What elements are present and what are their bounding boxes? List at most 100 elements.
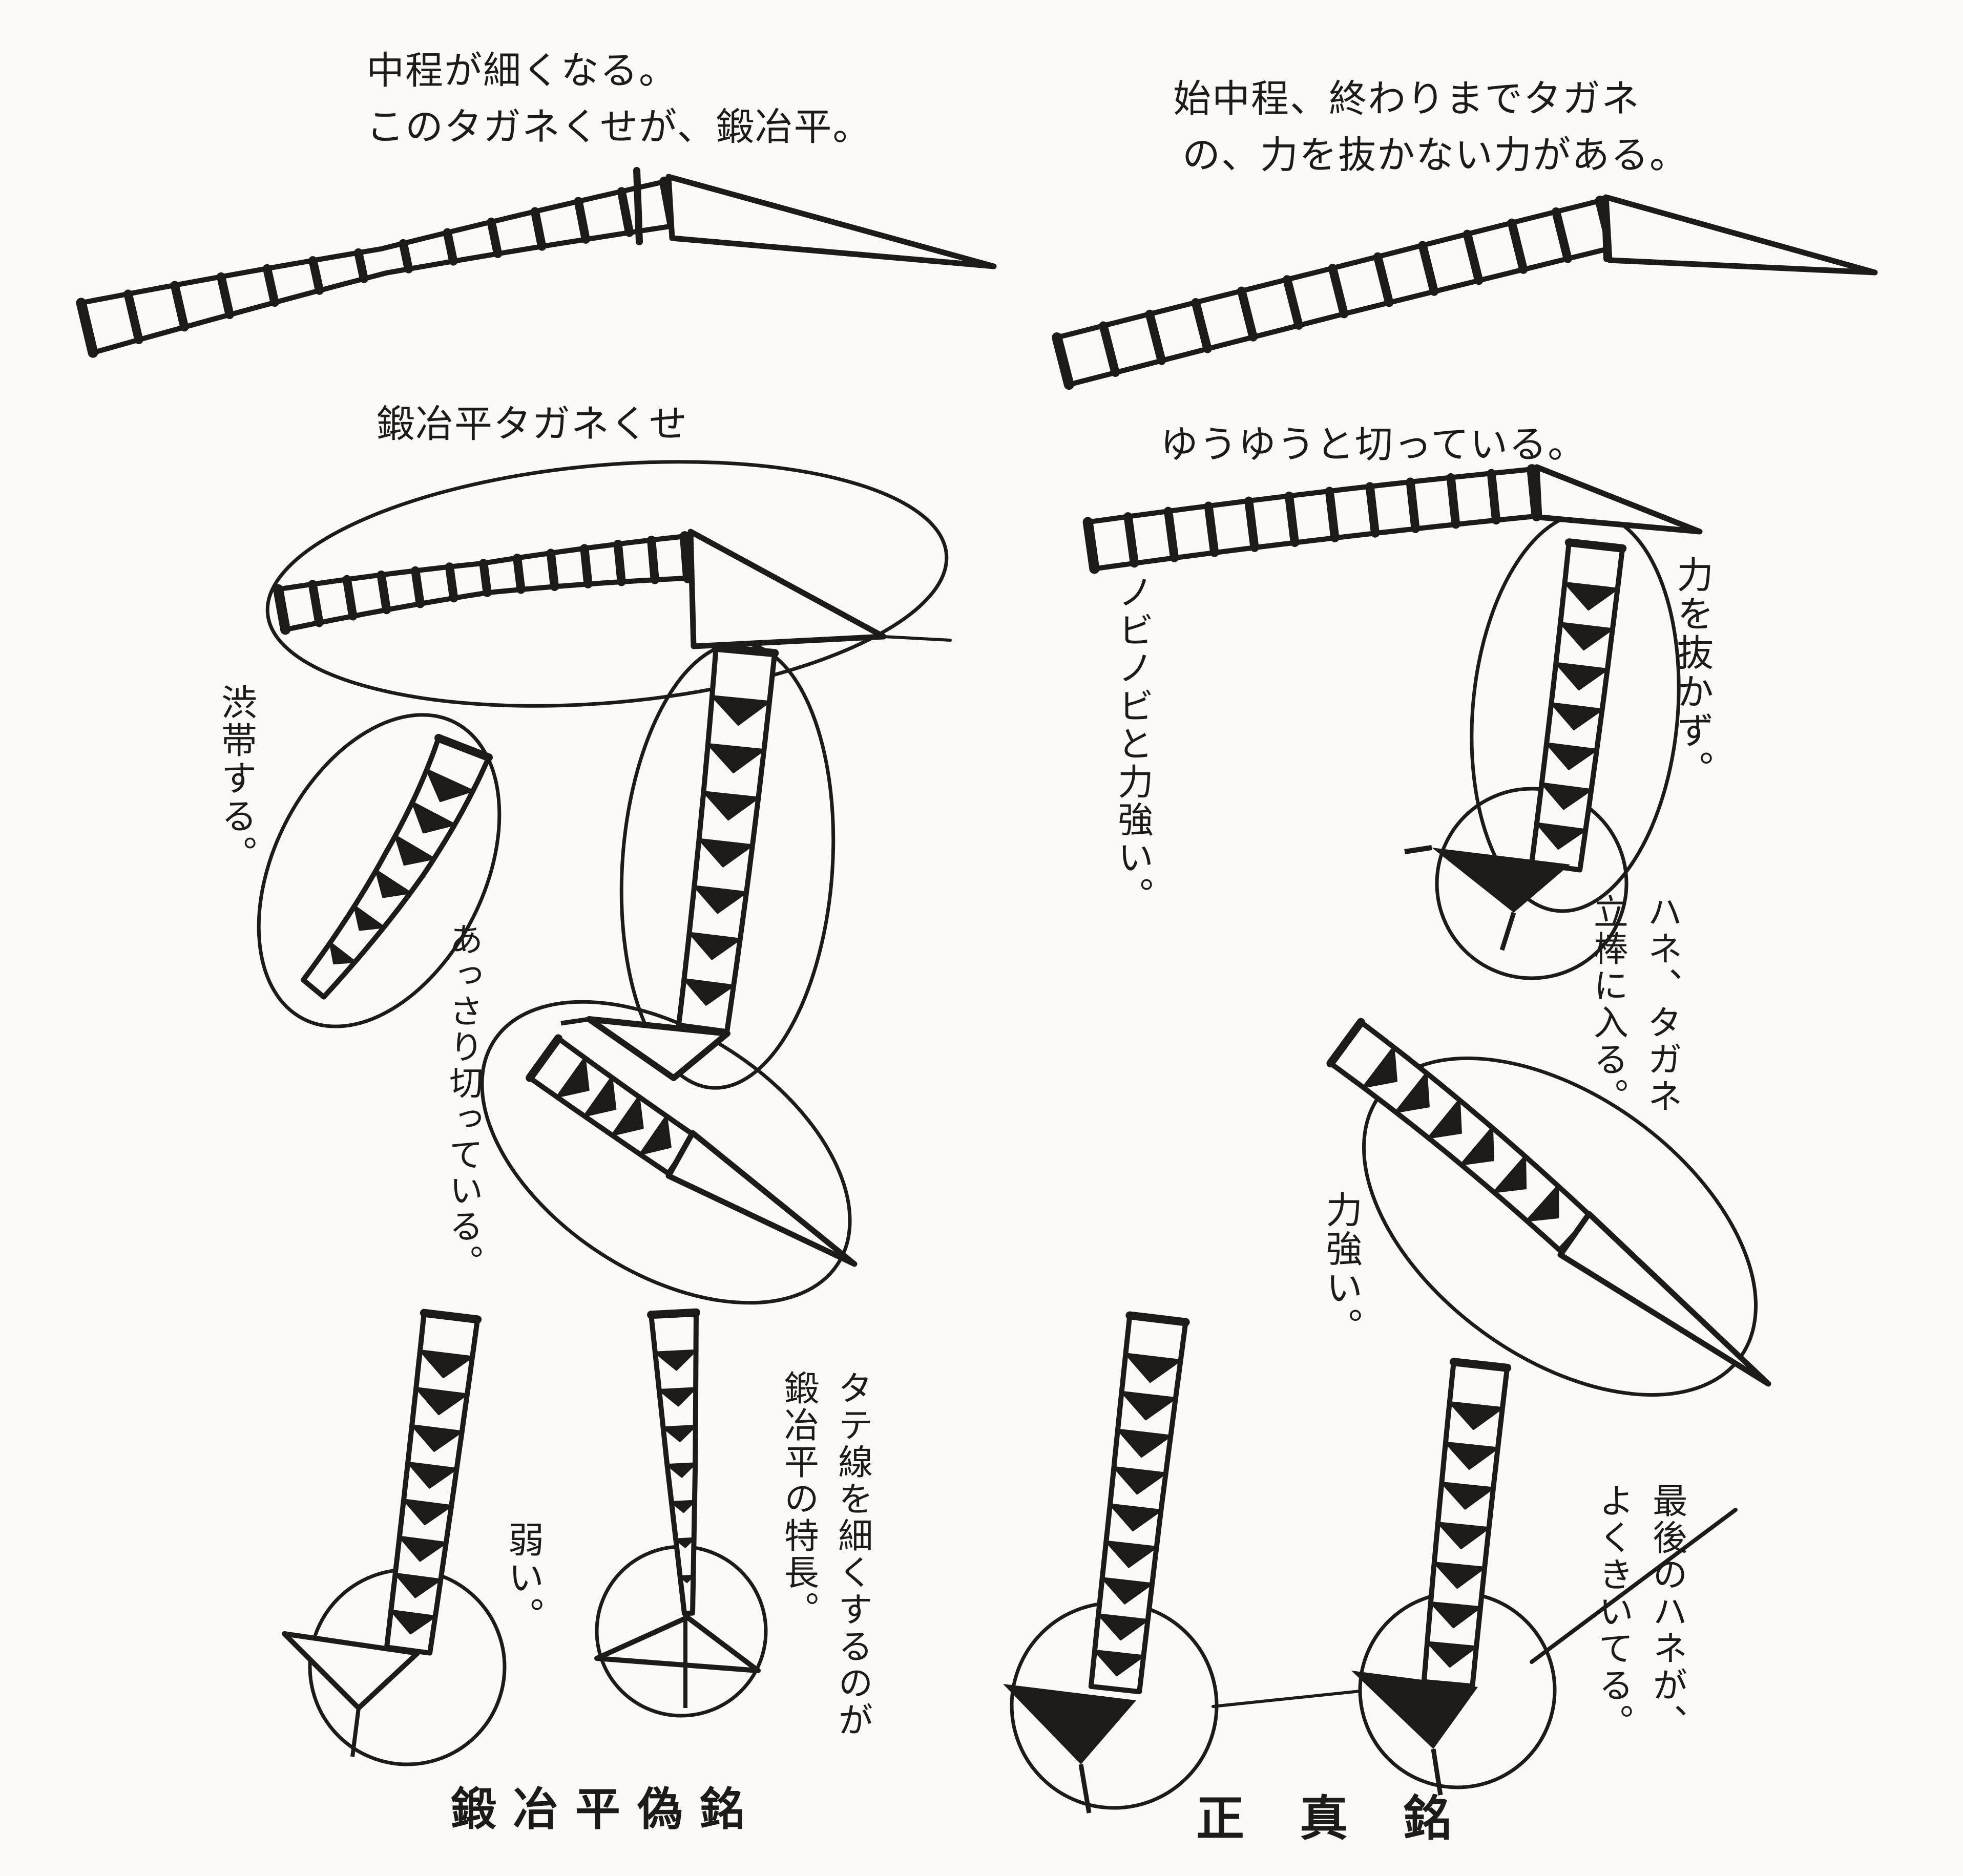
genuine-diagonal-tip bbox=[1557, 1211, 1771, 1387]
fake-horizontal-band-rung bbox=[308, 580, 324, 627]
genuine-top-caption-line1: 始中程、終わりまでタガネ bbox=[1173, 78, 1640, 120]
genuine-diagonal-band-chevron bbox=[1362, 1046, 1397, 1088]
fake-bottom-right-foot bbox=[594, 1615, 761, 1673]
genuine-vertical-band bbox=[1529, 538, 1627, 873]
fake-bottom-left-band-chevron bbox=[398, 1535, 447, 1562]
fake-top-blade-band bbox=[76, 176, 678, 358]
hane-pointer-line bbox=[1530, 1508, 1738, 1664]
genuine-section-header: ゆうゆうと切っている。 bbox=[1160, 424, 1587, 466]
genuine-horizontal-band bbox=[1082, 464, 1542, 574]
genuine-bottom-right-band-chevron bbox=[1448, 1401, 1503, 1430]
genuine-vertical-band-chevron bbox=[1563, 581, 1619, 611]
blade-notches bbox=[633, 167, 1611, 262]
genuine-horizontal-band-rung bbox=[1406, 477, 1420, 533]
genuine-top-blade-band-rung bbox=[1373, 252, 1394, 307]
fake-bottom-right-band-chevron bbox=[679, 1574, 695, 1583]
fake-top-blade-band-rung bbox=[217, 272, 234, 319]
genuine-bottom-left-band-chevron bbox=[1094, 1649, 1145, 1677]
fake-top-blade-band-rung bbox=[399, 239, 413, 273]
genuine-diagonal-band-chevron bbox=[1394, 1072, 1430, 1113]
genuine-diagonal-band bbox=[1326, 1018, 1594, 1253]
genuine-horizontal-band-rung bbox=[1123, 512, 1139, 568]
genuine-bottom-right-band-chevron bbox=[1437, 1522, 1490, 1549]
genuine-bottom-left-band-chevron bbox=[1101, 1577, 1154, 1605]
genuine-horizontal-band-rung bbox=[1325, 487, 1340, 542]
genuine-vertical-band-chevron bbox=[1555, 662, 1609, 691]
fake-section-header: 鍛冶平タガネくせ bbox=[377, 404, 688, 446]
fake-vertical-band-chevron bbox=[702, 791, 760, 820]
genuine-top-caption-line2: の、力を抜かない力がある。 bbox=[1182, 134, 1688, 177]
fake-bottom-right-band-chevron bbox=[675, 1537, 695, 1548]
fake-top-blade-band-rung bbox=[354, 248, 368, 283]
fake-curve-band bbox=[301, 734, 493, 1000]
genuine-bottom-right-band-chevron bbox=[1426, 1641, 1477, 1668]
saigo-col1: 最後のハネが、 bbox=[1647, 1483, 1686, 1741]
fake-vertical-band-chevron bbox=[683, 978, 735, 1006]
yowai-note: 弱い。 bbox=[503, 1521, 542, 1635]
fake-top-caption-line2: このタガネくせが、鍛冶平。 bbox=[366, 106, 872, 149]
fake-curve-band-chevron bbox=[426, 768, 474, 803]
genuine-bottom-left-band-chevron bbox=[1097, 1613, 1149, 1641]
genuine-diagonal-band-chevron bbox=[1493, 1155, 1527, 1193]
genuine-top-blade-band-rung bbox=[1145, 309, 1166, 365]
tatesen-col2: 鍛冶平の特長。 bbox=[779, 1370, 818, 1628]
genuine-horizontal-band-outline bbox=[1085, 467, 1539, 572]
chikara-nukazu-note: 力を抜かず。 bbox=[1670, 556, 1712, 789]
fake-top-blade-band-rung bbox=[170, 281, 189, 332]
fake-bottom-right-band-cap bbox=[647, 1308, 700, 1319]
fake-curve-band-outline bbox=[301, 735, 491, 1000]
fake-vertical-band-chevron bbox=[693, 885, 748, 914]
genuine-vertical-foot bbox=[1432, 848, 1570, 913]
genuine-bottom-right-band-chevron bbox=[1440, 1482, 1495, 1510]
genuine-vertical-band-chevron bbox=[1559, 622, 1614, 651]
fake-tip-extension bbox=[882, 635, 952, 642]
fake-horizontal-band-rung bbox=[342, 575, 358, 621]
genuine-bottom-left-band-chevron bbox=[1113, 1466, 1167, 1495]
genuine-bottom-right-foot bbox=[1351, 1671, 1478, 1749]
fake-vertical-band-chevron bbox=[707, 743, 765, 773]
fake-horizontal-tip bbox=[687, 529, 887, 649]
assari-note: あっさり切っている。 bbox=[444, 922, 482, 1280]
fake-horizontal-band-rung bbox=[647, 535, 659, 584]
fake-horizontal-band-rung bbox=[580, 544, 593, 588]
fake-top-blade-band-rung bbox=[617, 187, 634, 237]
fake-horizontal-band-rung bbox=[445, 562, 458, 603]
fake-diagonal-band-chevron bbox=[556, 1057, 590, 1098]
fake-top-blade-band-rung bbox=[487, 217, 503, 258]
genuine-vertical-band-chevron bbox=[1550, 702, 1603, 730]
genuine-bottom-left-band-chevron bbox=[1124, 1353, 1182, 1383]
fake-bottom-left-band-chevron bbox=[394, 1572, 442, 1598]
genuine-bottom-right-band-chevron bbox=[1445, 1441, 1499, 1470]
chisel-stroke-bands bbox=[76, 176, 1627, 1695]
genuine-vertical-band-chevron bbox=[1540, 782, 1593, 810]
genuine-top-blade-band bbox=[1052, 195, 1617, 390]
fake-top-blade-band-rung bbox=[574, 197, 590, 244]
fake-curve-band-chevron bbox=[394, 834, 435, 866]
genuine-top-blade-band-rung bbox=[1191, 298, 1212, 353]
nobinobi-note: ノビノビと力強い。 bbox=[1112, 574, 1152, 915]
fake-horizontal-band-cap bbox=[679, 531, 694, 583]
genuine-top-blade-band-rung bbox=[1552, 207, 1572, 263]
fake-diagonal-tip bbox=[665, 1130, 858, 1267]
genuine-diagonal-band-chevron bbox=[1427, 1099, 1462, 1139]
fake-top-caption: 中程が細くなる。このタガネくせが、鍛冶平。 bbox=[366, 44, 872, 156]
fake-top-blade-band-cap bbox=[76, 298, 98, 358]
hane-tagane-note: ハネ、タガネ立棒に入る。 bbox=[1580, 894, 1688, 1115]
fake-vertical-band-chevron bbox=[711, 695, 770, 726]
fake-diagonal-ellipse bbox=[480, 1000, 852, 1305]
genuine-bottom-right-band-chevron bbox=[1433, 1562, 1486, 1589]
fake-curve-ellipse bbox=[257, 713, 502, 1028]
fake-bottom-right-band-chevron bbox=[670, 1500, 696, 1513]
genuine-top-blade-band-rung bbox=[1099, 321, 1120, 377]
fake-top-blade-band-rung bbox=[443, 228, 458, 266]
genuine-top-blade-tip bbox=[1603, 194, 1878, 276]
pointer-lines bbox=[882, 635, 1738, 1708]
fake-bottom-right-band bbox=[647, 1308, 700, 1616]
fake-horizontal-band-rung bbox=[479, 559, 492, 597]
genuine-bottom-right-band-chevron bbox=[1429, 1601, 1481, 1629]
fake-diagonal-band-chevron bbox=[639, 1115, 672, 1155]
genuine-bottom-right-band-cap bbox=[1449, 1358, 1512, 1372]
fake-bottom-right-band-chevron bbox=[662, 1425, 697, 1442]
genuine-horizontal-band-rung bbox=[1487, 469, 1501, 525]
